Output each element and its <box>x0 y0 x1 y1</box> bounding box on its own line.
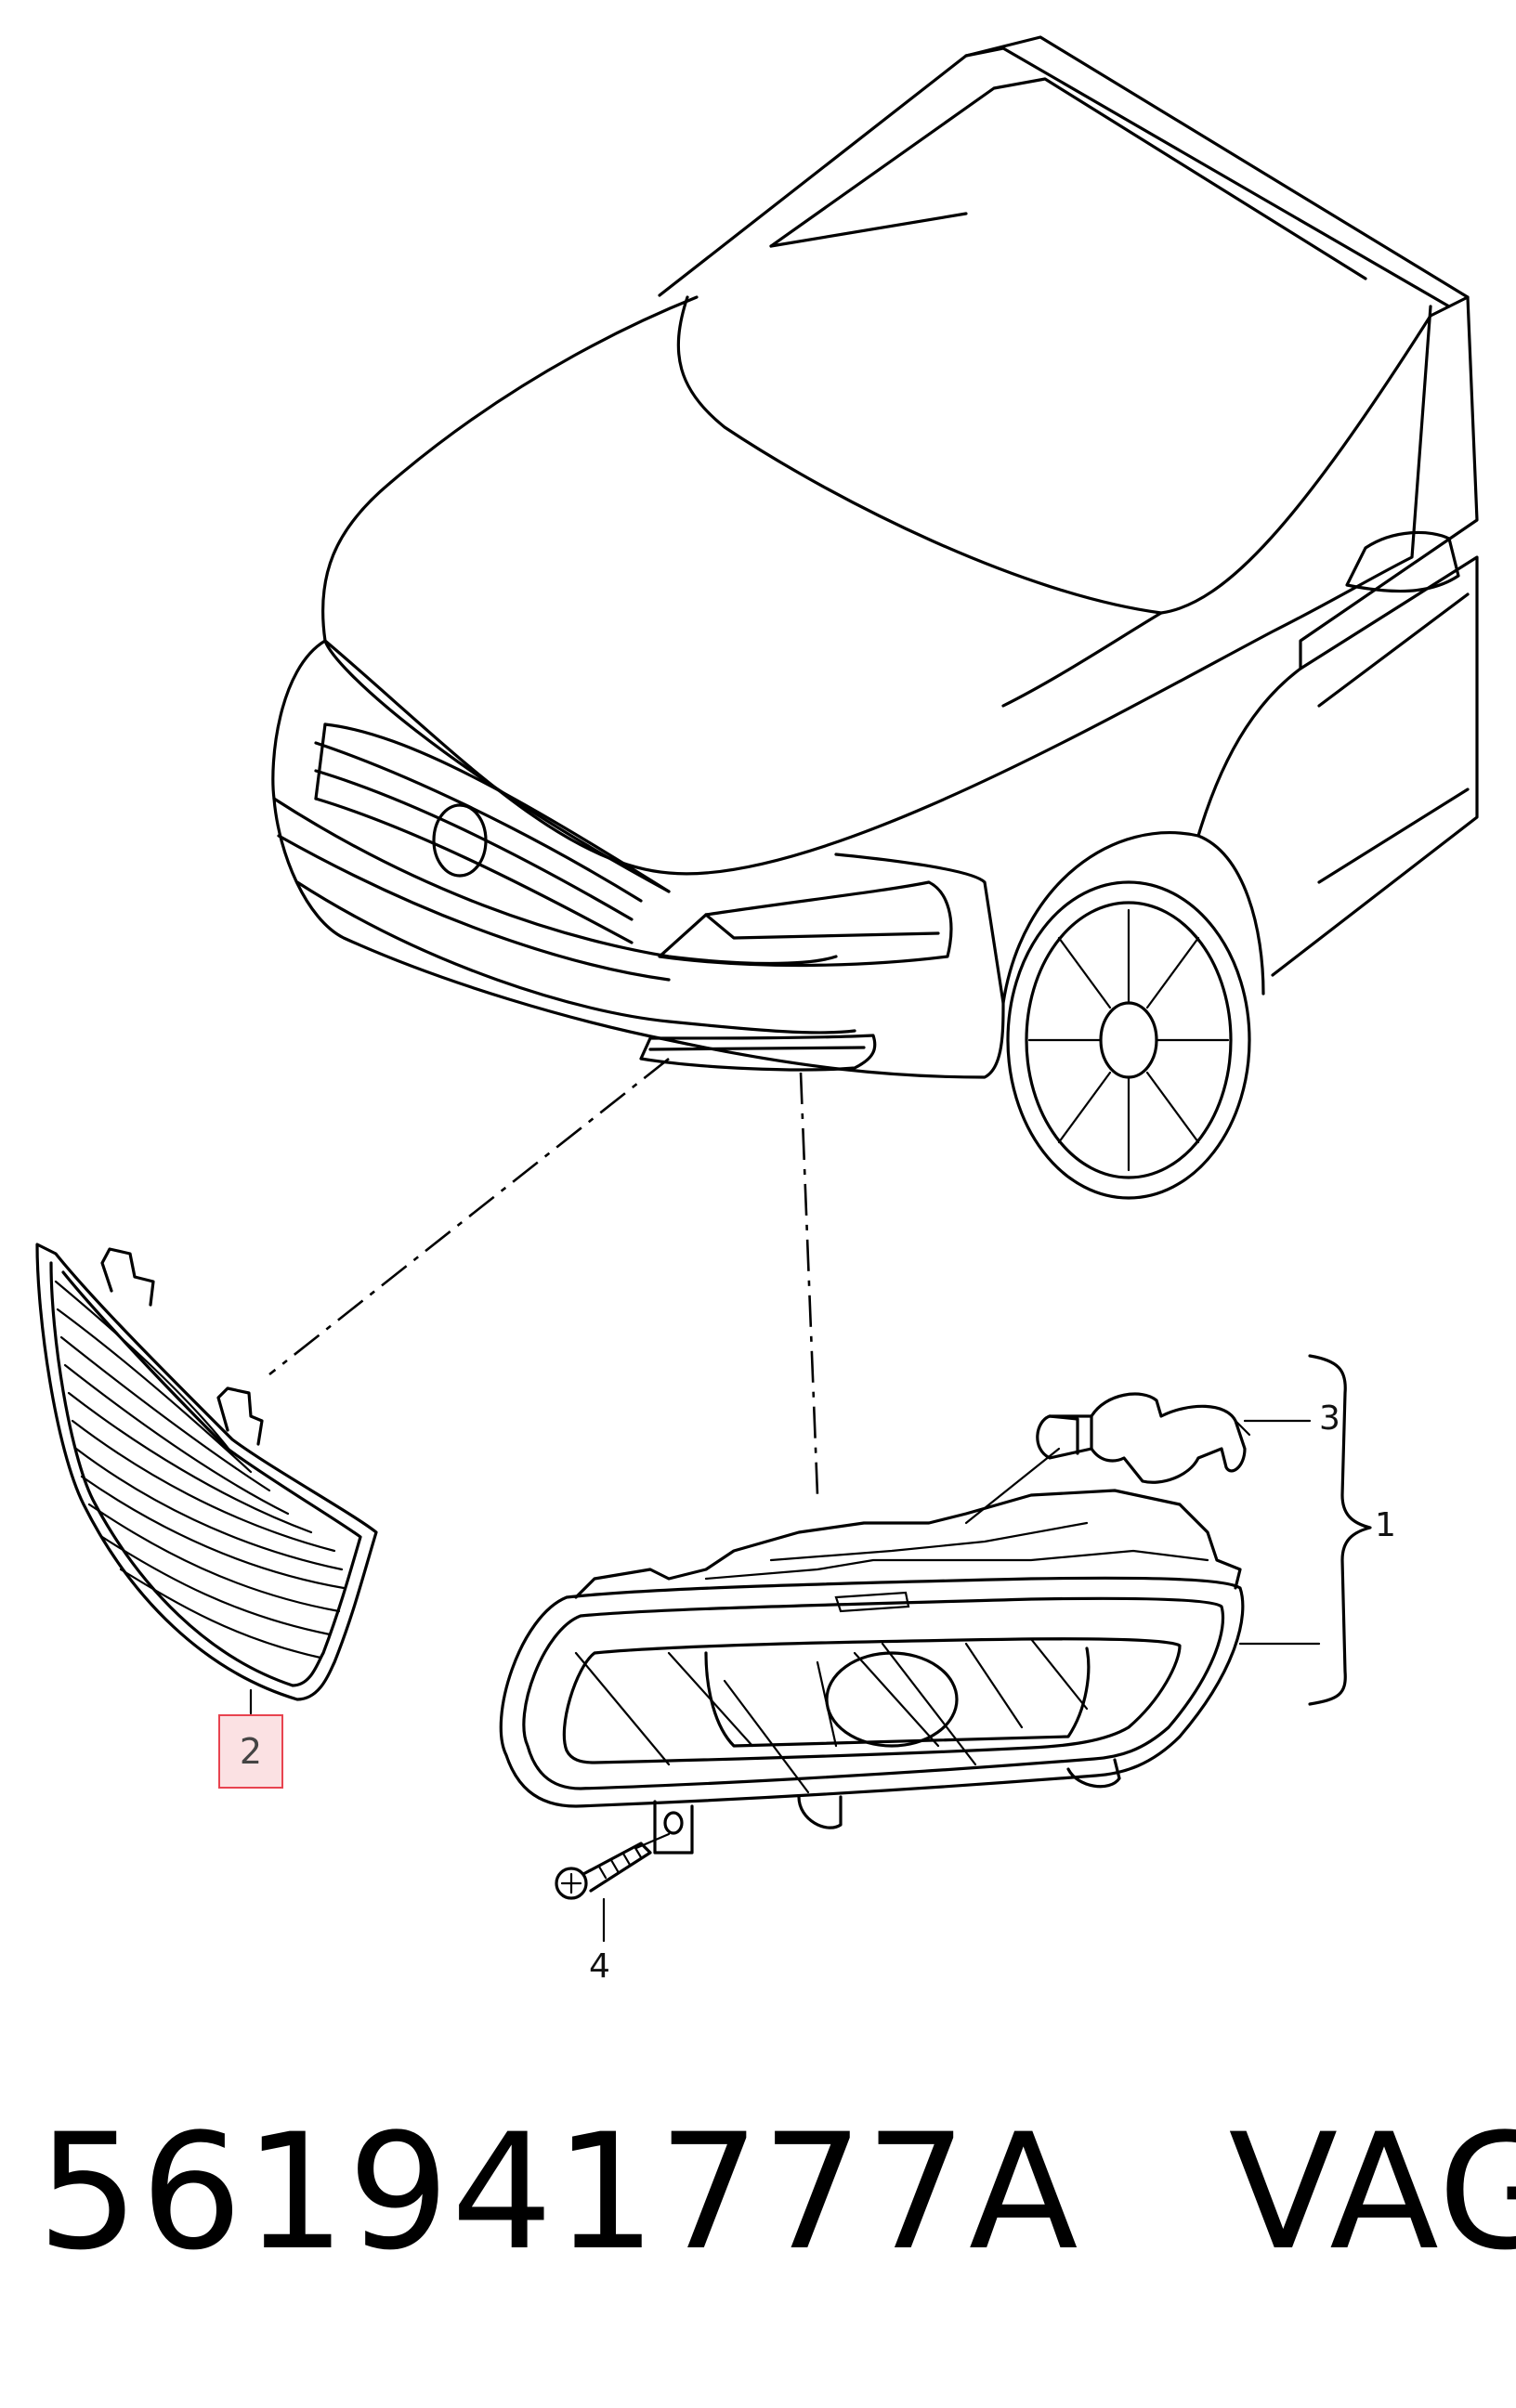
callout-4: 4 <box>589 1947 610 1985</box>
part-number-footer: 561941777A VAG <box>37 2099 1516 2285</box>
callout-leaders <box>249 1354 1372 1943</box>
brand-name: VAG <box>1228 2098 1516 2285</box>
callout-3: 3 <box>1319 1399 1340 1438</box>
bulb-drawing <box>1036 1392 1251 1484</box>
callout-1: 1 <box>1375 1506 1396 1544</box>
part-number: 561941777A <box>37 2098 1080 2285</box>
screw-drawing <box>555 1842 652 1900</box>
fog-lamp-assembly-drawing <box>499 1489 1245 1855</box>
grille-insert-drawing <box>35 1243 378 1701</box>
car-body-outline <box>271 35 1479 1079</box>
callout-2-highlighted[interactable]: 2 <box>218 1714 283 1789</box>
front-wheel-drawing <box>1001 831 1265 1200</box>
leader-lines <box>268 1057 819 1496</box>
